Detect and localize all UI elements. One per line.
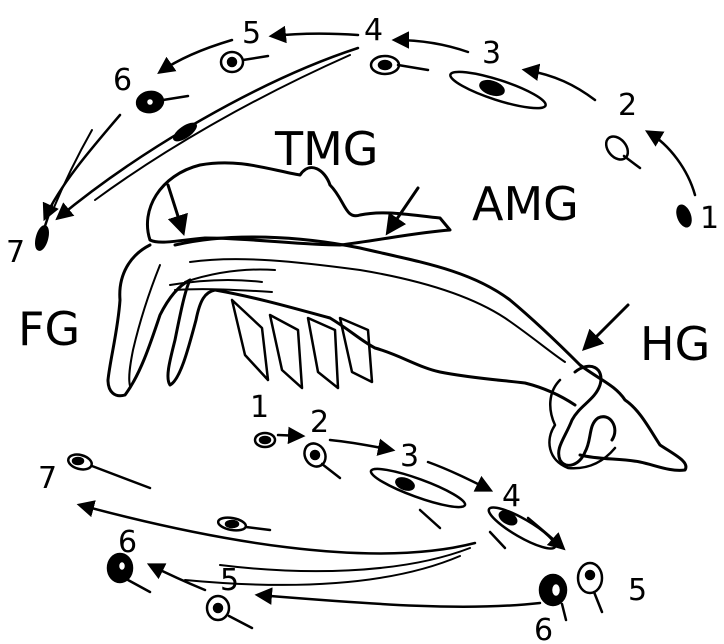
upper-step-label-3: 3	[482, 36, 501, 71]
foregut-outline	[108, 245, 215, 396]
hg-pointer-arrow	[585, 305, 628, 348]
upper-step-label-7: 7	[6, 235, 25, 270]
lower-cell-2	[300, 440, 340, 478]
lower-arrow-6-5	[258, 595, 540, 607]
lower-arrow-long-a	[80, 505, 475, 553]
tmg-pointer-arrow	[168, 185, 183, 232]
upper-cell-1	[673, 202, 694, 229]
region-label-amg: AMG	[472, 177, 579, 231]
lower-step-label-4: 4	[502, 479, 521, 514]
upper-arrow-4-5	[272, 34, 358, 36]
lower-cell-7	[67, 452, 150, 488]
lower-arrow-5-6	[150, 565, 205, 590]
lower-cell-4	[485, 501, 560, 555]
lower-arrow-2-3	[330, 440, 392, 450]
lower-step-label-6: 6	[118, 525, 137, 560]
lower-cell-5-right	[578, 563, 602, 612]
lobe-2	[270, 315, 302, 388]
midgut-dorsal-outline	[175, 237, 686, 470]
upper-cell-5	[221, 52, 268, 72]
lower-step-label-2: 2	[310, 405, 329, 440]
upper-arrow-3-4	[395, 40, 468, 52]
lower-cell-1	[255, 433, 275, 447]
upper-cell-4	[371, 56, 428, 74]
upper-step-label-2: 2	[618, 88, 637, 123]
lower-step-label-7: 7	[38, 461, 57, 496]
upper-arrow-6-7-b	[52, 130, 92, 212]
midgut-lumen	[190, 259, 565, 362]
upper-cell-2	[602, 132, 640, 168]
midgut-ventral-outline	[215, 290, 575, 405]
region-label-tmg: TMG	[274, 122, 378, 176]
region-label-fg: FG	[18, 302, 80, 356]
lower-sequence: 1 2 3 4 5 6 7 6 5	[38, 390, 647, 644]
lower-cell-5-left	[207, 596, 252, 628]
lobe-3	[308, 318, 338, 388]
lower-elongated-cell	[217, 516, 270, 533]
lobe-1	[232, 300, 268, 380]
lower-step-label-3: 3	[400, 439, 419, 474]
upper-arrow-1-2	[648, 132, 695, 195]
lower-step-label-5-right: 5	[628, 573, 647, 608]
amg-pointer-arrow	[388, 188, 418, 232]
region-label-hg: HG	[640, 317, 710, 371]
lower-arrow-1-2	[278, 435, 302, 436]
upper-step-label-6: 6	[113, 63, 132, 98]
lower-step-label-1: 1	[250, 390, 269, 425]
lower-step-label-6-right: 6	[534, 613, 553, 644]
upper-cell-6	[135, 90, 188, 114]
gut-outline	[108, 163, 686, 470]
upper-step-label-4: 4	[364, 13, 383, 48]
upper-step-label-5: 5	[242, 16, 261, 51]
upper-step-label-1: 1	[700, 201, 719, 236]
lower-step-label-5: 5	[220, 563, 239, 598]
